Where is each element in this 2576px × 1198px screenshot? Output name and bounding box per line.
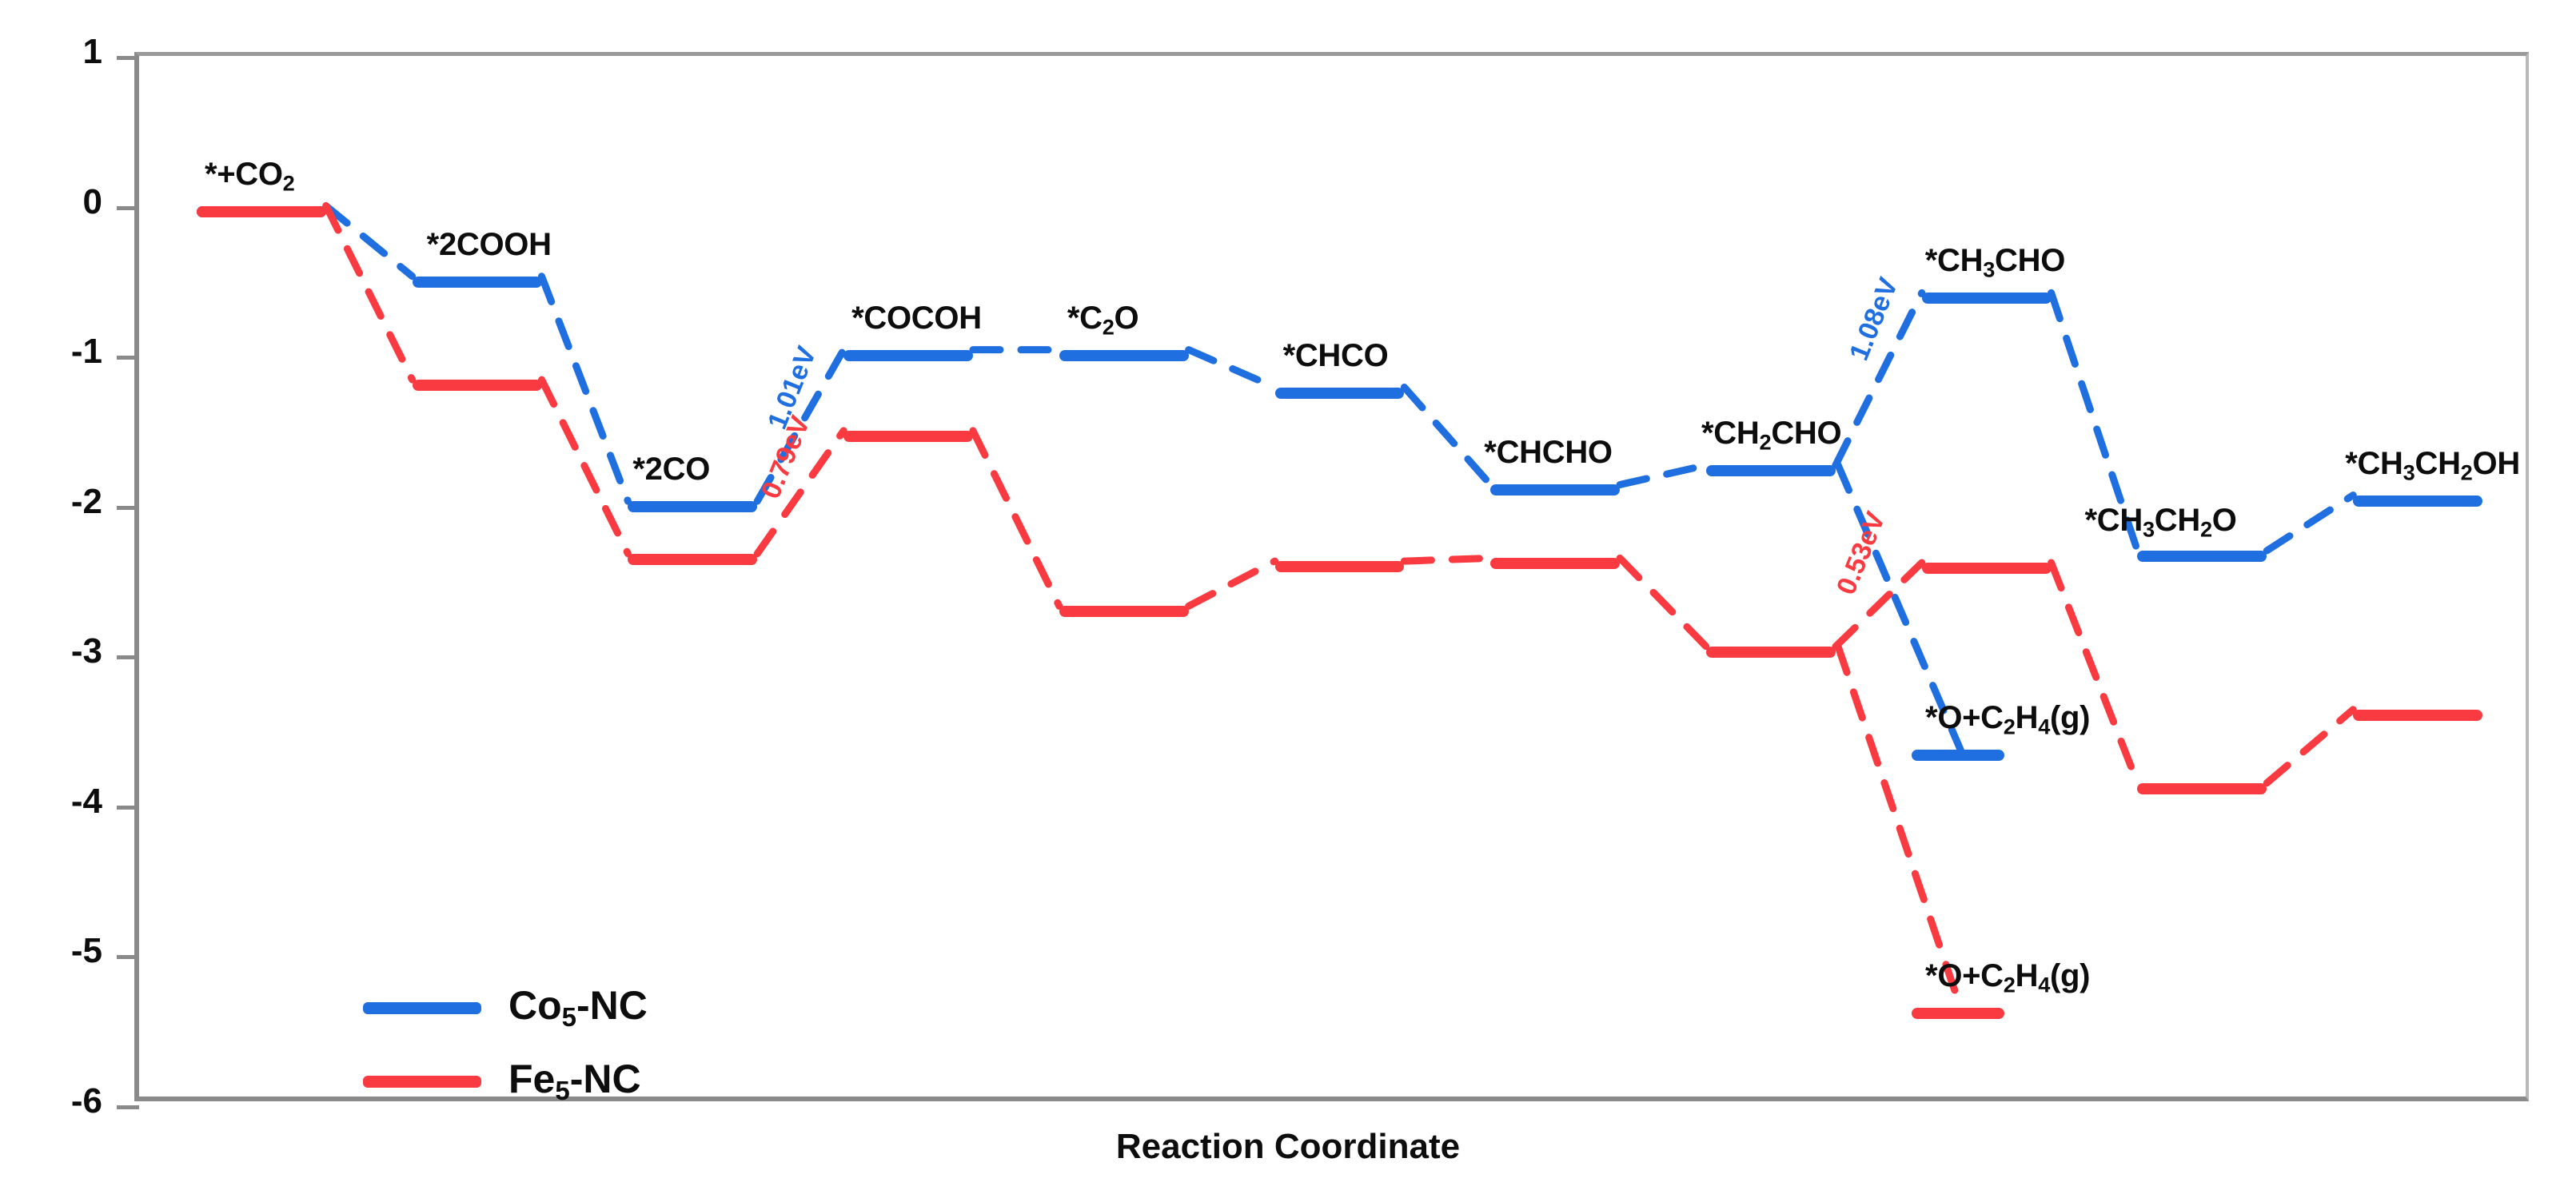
energy-traces xyxy=(322,202,2357,1012)
level-co5nc-9 xyxy=(2137,550,2267,562)
level-co5nc-2 xyxy=(628,501,758,513)
y-axis-tick xyxy=(117,655,139,660)
level-co5nc-4 xyxy=(1059,349,1189,361)
legend-label-fe5nc: Fe5-NC xyxy=(508,1057,641,1106)
y-axis-tick-label: 0 xyxy=(82,181,102,221)
connector-fe5nc-7 xyxy=(1832,559,1926,651)
level-fe5nc-6 xyxy=(1490,558,1621,570)
branch-level-fe5nc xyxy=(1911,1008,2005,1020)
y-axis-tick-label: -1 xyxy=(70,332,102,372)
branch-connector-fe5nc xyxy=(1834,643,1964,1012)
species-label-ch3cho: *CH3CHO xyxy=(1924,243,2066,282)
species-label-o-c2h4-red: *O+C2H4(g) xyxy=(1925,958,2091,997)
connector-co5nc-9 xyxy=(2263,492,2357,555)
level-fe5nc-2 xyxy=(628,553,758,565)
y-axis-tick xyxy=(117,1105,139,1109)
species-label-co2: *+CO2 xyxy=(204,156,295,196)
connector-fe5nc-8 xyxy=(2048,559,2141,787)
species-label-ch2cho: *CH2CHO xyxy=(1701,416,1842,455)
level-fe5nc-1 xyxy=(412,380,542,392)
y-axis-tick xyxy=(117,205,139,210)
legend-item-co5nc[interactable]: Co5-NC xyxy=(363,971,648,1045)
species-label-ch3ch2oh: *CH3CH2OH xyxy=(2345,445,2520,485)
connector-fe5nc-9 xyxy=(2263,706,2357,787)
connector-fe5nc-0 xyxy=(322,202,417,384)
branch-connector-co5nc xyxy=(1834,461,1964,754)
connector-fe5nc-3 xyxy=(969,427,1063,610)
y-axis-tick xyxy=(117,56,139,60)
x-axis-title: Reaction Coordinate xyxy=(1115,1127,1461,1166)
y-axis-tick xyxy=(117,805,139,810)
level-fe5nc-5 xyxy=(1274,561,1405,573)
connector-co5nc-7 xyxy=(1832,289,1926,469)
connector-co5nc-4 xyxy=(1185,346,1279,392)
species-label-ch3ch2o: *CH3CH2O xyxy=(2084,502,2237,542)
connector-fe5nc-4 xyxy=(1185,557,1279,610)
y-axis-tick xyxy=(117,505,139,510)
y-axis-tick xyxy=(117,356,139,360)
level-fe5nc-9 xyxy=(2137,782,2267,794)
level-fe5nc-7 xyxy=(1706,647,1836,659)
level-co5nc-10 xyxy=(2353,495,2483,507)
level-fe5nc-4 xyxy=(1059,606,1189,618)
legend-label-co5nc: Co5-NC xyxy=(508,983,648,1033)
connector-co5nc-0 xyxy=(322,202,417,281)
level-fe5nc-3 xyxy=(843,430,973,442)
connector-fe5nc-1 xyxy=(538,376,632,558)
level-co5nc-8 xyxy=(1921,293,2052,304)
plot-area: *+CO2 *2COOH *2CO *COCOH *C2O *CHCO *CHCHO *CH2… xyxy=(117,52,2529,1109)
y-axis-tick xyxy=(117,955,139,960)
species-label-chcho: *CHCHO xyxy=(1484,435,1613,471)
level-co5nc-1 xyxy=(412,276,542,288)
legend-item-fe5nc[interactable]: Fe5-NC xyxy=(363,1045,648,1118)
species-label-2cooh: *2COOH xyxy=(426,226,552,262)
y-axis-tick-label: -4 xyxy=(70,781,102,821)
level-fe5nc-10 xyxy=(2353,709,2483,721)
connector-co5nc-2 xyxy=(753,346,847,505)
branch-level-co5nc xyxy=(1911,750,2005,762)
connector-fe5nc-6 xyxy=(1616,554,1710,651)
connector-co5nc-8 xyxy=(2048,289,2141,555)
species-label-o-c2h4-blue: *O+C2H4(g) xyxy=(1925,700,2091,740)
species-label-2co: *2CO xyxy=(632,452,711,488)
connector-fe5nc-2 xyxy=(753,427,847,558)
y-axis-tick-label: -6 xyxy=(70,1081,102,1120)
level-co5nc-5 xyxy=(1274,387,1405,399)
connector-co5nc-5 xyxy=(1400,384,1494,488)
y-axis-tick-label: -3 xyxy=(70,631,102,671)
level-co5nc-7 xyxy=(1706,465,1836,477)
species-label-chco: *CHCO xyxy=(1282,337,1389,373)
connector-fe5nc-5 xyxy=(1400,554,1494,565)
legend-swatch-co5nc xyxy=(363,1001,481,1014)
species-label-cocoh: *COCOH xyxy=(851,300,982,336)
y-axis-tick-label: -2 xyxy=(70,481,102,521)
level-co5nc-3 xyxy=(843,349,973,361)
y-axis-tick-label: -5 xyxy=(70,931,102,971)
legend-swatch-fe5nc xyxy=(363,1075,481,1088)
connector-co5nc-1 xyxy=(538,273,632,505)
y-axis-tick-label: 1 xyxy=(82,32,102,71)
legend: Co5-NC Fe5-NC xyxy=(363,971,648,1118)
connector-co5nc-6 xyxy=(1616,461,1710,488)
level-co5nc-6 xyxy=(1490,484,1621,496)
level-fe5nc-0 xyxy=(196,205,326,217)
level-fe5nc-8 xyxy=(1921,562,2052,574)
species-label-c2o: *C2O xyxy=(1067,300,1139,340)
